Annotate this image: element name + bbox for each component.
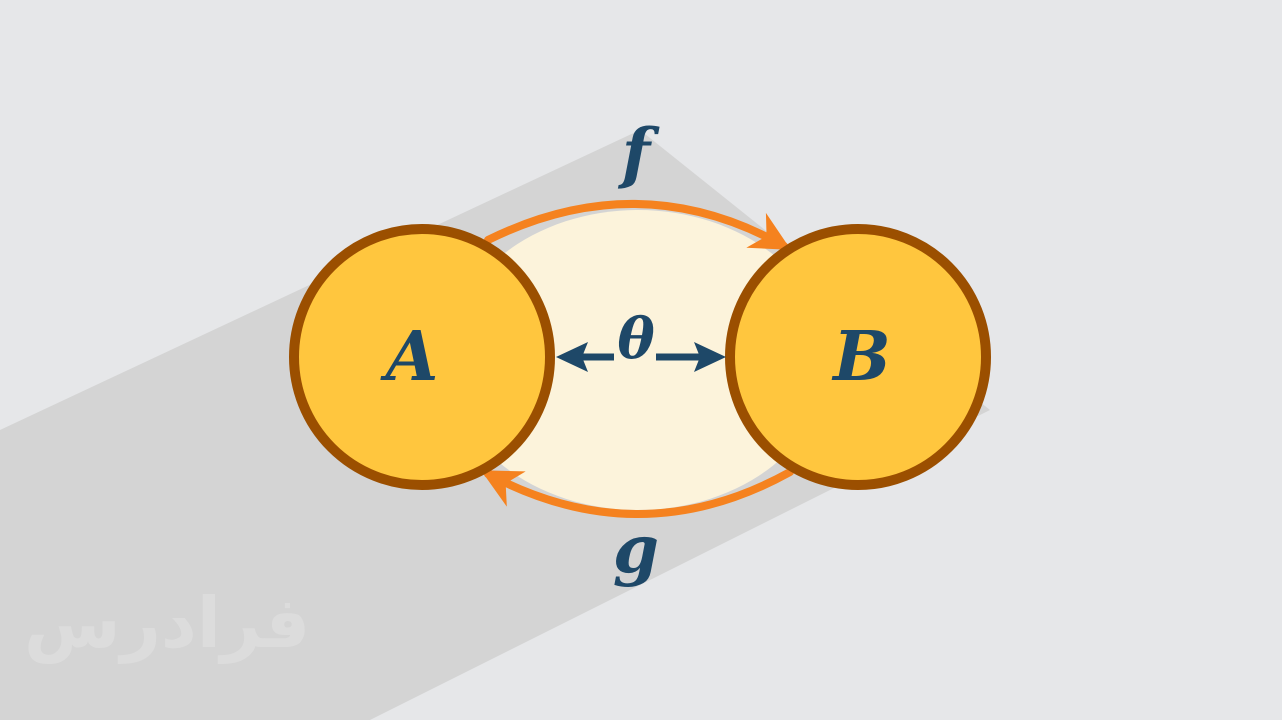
- watermark-logo: فرادرس: [24, 582, 311, 664]
- theta-arrow-right-head: [694, 342, 726, 372]
- connection-ellipse: [448, 210, 828, 510]
- theta-label: θ: [617, 306, 655, 372]
- theta-arrow-left-head: [556, 342, 588, 372]
- node-b-label: B: [831, 317, 890, 397]
- node-a-label: A: [380, 317, 439, 397]
- bottom-curved-arrow: [480, 468, 794, 518]
- node-b-circle: [725, 224, 991, 490]
- node-a-circle: [289, 224, 555, 490]
- top-curved-arrow: [484, 200, 791, 250]
- bottom-arrow-label: g: [613, 510, 659, 588]
